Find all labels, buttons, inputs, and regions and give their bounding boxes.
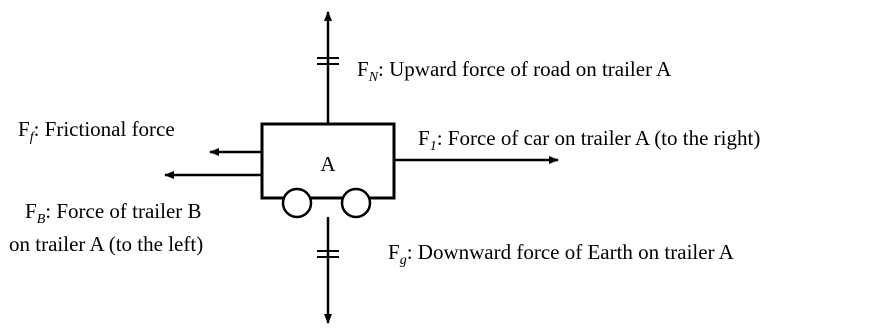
car-force-symbol: F bbox=[418, 126, 430, 150]
wheel-right bbox=[340, 187, 372, 219]
wheel-left bbox=[281, 187, 313, 219]
trailer-b-force-label-line2: on trailer A (to the left) bbox=[9, 232, 203, 256]
friction-force-description: : Frictional force bbox=[34, 117, 175, 141]
car-force-description: : Force of car on trailer A (to the righ… bbox=[437, 126, 761, 150]
trailer-a-label: A bbox=[320, 152, 336, 176]
normal-force-description: : Upward force of road on trailer A bbox=[378, 57, 672, 81]
friction-force-symbol: F bbox=[18, 117, 30, 141]
normal-force-subscript: N bbox=[368, 70, 379, 85]
gravity-force-subscript: g bbox=[400, 253, 407, 268]
car-force-subscript: 1 bbox=[430, 139, 437, 154]
trailer-b-force-label: FB: Force of trailer B bbox=[25, 199, 202, 227]
friction-force-label: Ff: Frictional force bbox=[18, 117, 175, 145]
gravity-force-symbol: F bbox=[388, 240, 400, 264]
friction-force-subscript: f bbox=[30, 130, 36, 145]
normal-force-label: FN: Upward force of road on trailer A bbox=[357, 57, 672, 85]
normal-force-tick-marks bbox=[317, 57, 339, 65]
gravity-force-label: Fg: Downward force of Earth on trailer A bbox=[388, 240, 735, 268]
gravity-force-description: : Downward force of Earth on trailer A bbox=[407, 240, 735, 264]
normal-force-symbol: F bbox=[357, 57, 369, 81]
trailer-b-force-description-line1: : Force of trailer B bbox=[45, 199, 201, 223]
car-force-label: F1: Force of car on trailer A (to the ri… bbox=[418, 126, 760, 154]
gravity-force-tick-marks bbox=[317, 250, 339, 258]
trailer-b-force-subscript: B bbox=[37, 212, 46, 227]
trailer-b-force-symbol: F bbox=[25, 199, 37, 223]
